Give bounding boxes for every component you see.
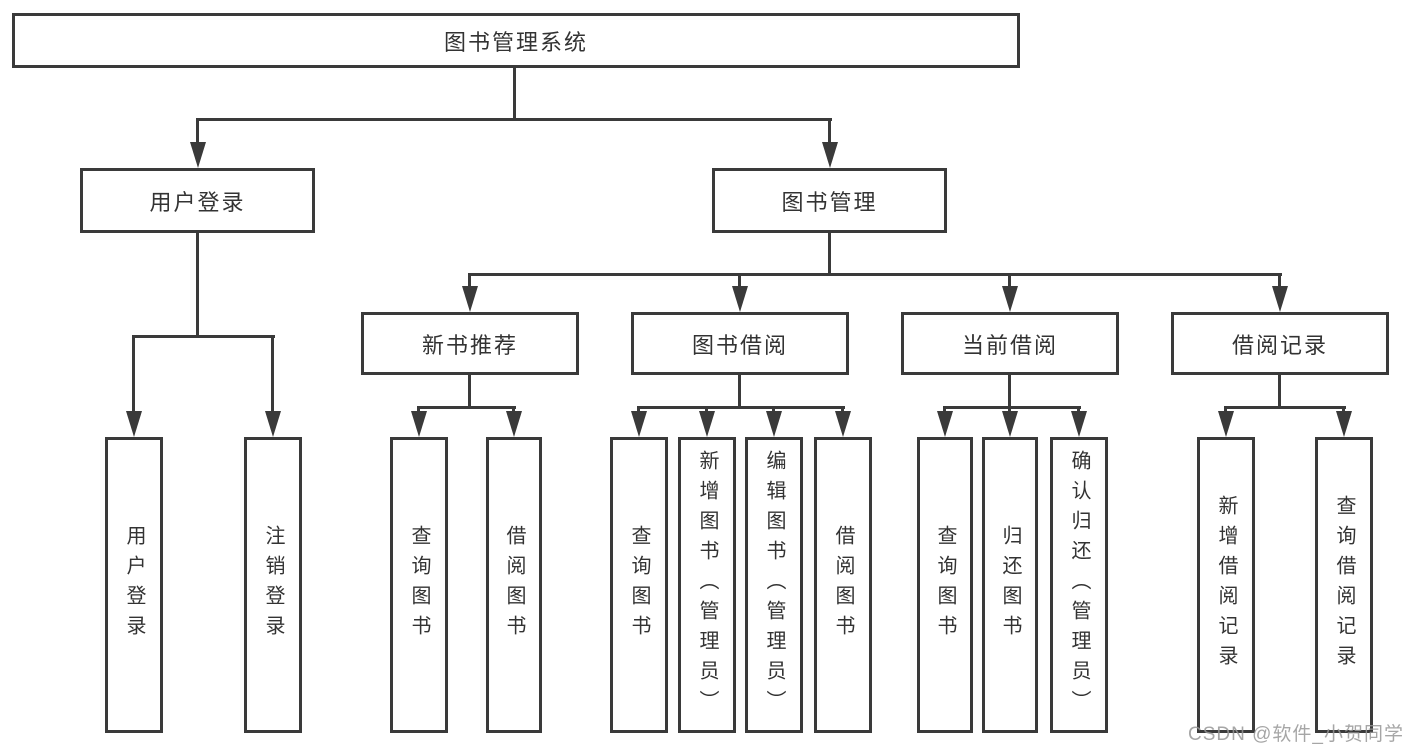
leaf-label: 用户登录 [123,525,145,645]
arrow-down-icon [506,411,522,437]
arrow-down-icon [732,286,748,312]
arrow-down-icon [835,411,851,437]
arrow-down-icon [190,142,206,168]
leaf-label: 借阅图书 [832,525,854,645]
leaf-label: 编辑图书（管理员） [763,450,785,720]
arrow-down-icon [937,411,953,437]
node-user-login-label: 用户登录 [149,189,246,215]
node-borrow-records-label: 借阅记录 [1231,332,1328,358]
connector-section-vline [738,375,741,408]
arrow-down-icon [265,411,281,437]
connector-trunk-hline [196,118,832,121]
arrow-down-icon [1071,411,1087,437]
node-book-borrow: 图书借阅 [631,312,849,375]
connector-leaf-drop [772,406,775,414]
connector-section-hline [943,406,1081,409]
connector-bookmgmt-hline [468,273,1282,276]
node-book-management-label: 图书管理 [781,189,878,215]
leaf-cb-confirm-return-admin: 确认归还（管理员） [1050,437,1108,733]
leaf-bb-edit-books-admin: 编辑图书（管理员） [745,437,803,733]
arrow-down-icon [1218,411,1234,437]
connector-bookmgmt-drop [828,118,831,146]
connector-trunk-vline [513,68,516,121]
connector-section-drop [738,273,741,289]
connector-section-drop [1278,273,1281,289]
leaf-label: 新增图书（管理员） [696,450,718,720]
leaf-label: 查询图书 [628,525,650,645]
arrow-down-icon [126,411,142,437]
connector-leaf-drop [841,406,844,414]
node-book-management: 图书管理 [712,168,947,233]
connector-section-vline [1278,375,1281,408]
connector-leaf-drop [1342,406,1345,414]
connector-leaf-drop [512,406,515,414]
leaf-label: 新增借阅记录 [1215,495,1237,675]
node-current-borrow: 当前借阅 [901,312,1119,375]
leaf-label: 确认归还（管理员） [1068,450,1090,720]
leaf-label: 查询图书 [408,525,430,645]
leaf-bb-add-books-admin: 新增图书（管理员） [678,437,736,733]
connector-section-hline [1224,406,1346,409]
node-current-borrow-label: 当前借阅 [961,332,1058,358]
arrow-down-icon [411,411,427,437]
node-book-borrow-label: 图书借阅 [691,332,788,358]
leaf-br-add-record: 新增借阅记录 [1197,437,1255,733]
leaf-label: 查询图书 [934,525,956,645]
connector-userlogin-hline [132,335,275,338]
leaf-cb-query-books: 查询图书 [917,437,973,733]
connector-section-vline [468,375,471,408]
connector-leaf-drop [132,335,135,415]
watermark: CSDN @软件_小贺同学 [1188,724,1404,745]
arrow-down-icon [1002,411,1018,437]
arrow-down-icon [1002,286,1018,312]
node-root-label: 图书管理系统 [443,29,588,55]
arrow-down-icon [699,411,715,437]
leaf-user-login: 用户登录 [105,437,163,733]
connector-leaf-drop [417,406,420,414]
leaf-label: 注销登录 [262,525,284,645]
connector-section-drop [1008,273,1011,289]
node-user-login: 用户登录 [80,168,315,233]
connector-leaf-drop [1077,406,1080,414]
arrow-down-icon [631,411,647,437]
arrow-down-icon [766,411,782,437]
connector-leaf-drop [637,406,640,414]
connector-userlogin-drop [196,118,199,146]
leaf-nbr-query-books: 查询图书 [390,437,448,733]
leaf-label: 借阅图书 [503,525,525,645]
leaf-nbr-borrow-books: 借阅图书 [486,437,542,733]
leaf-bb-borrow-books: 借阅图书 [814,437,872,733]
leaf-label: 归还图书 [999,525,1021,645]
leaf-label: 查询借阅记录 [1333,495,1355,675]
connector-section-vline [1008,375,1011,408]
connector-userlogin-vline [196,233,199,337]
connector-leaf-drop [271,335,274,415]
node-root: 图书管理系统 [12,13,1020,68]
leaf-bb-query-books: 查询图书 [610,437,668,733]
arrow-down-icon [1272,286,1288,312]
connector-leaf-drop [1008,406,1011,414]
connector-leaf-drop [1224,406,1227,414]
connector-leaf-drop [943,406,946,414]
node-new-book-recommend-label: 新书推荐 [421,332,518,358]
connector-leaf-drop [705,406,708,414]
connector-section-drop [468,273,471,289]
arrow-down-icon [462,286,478,312]
arrow-down-icon [822,142,838,168]
connector-section-hline [417,406,516,409]
connector-section-hline [637,406,845,409]
leaf-logout: 注销登录 [244,437,302,733]
node-borrow-records: 借阅记录 [1171,312,1389,375]
node-new-book-recommend: 新书推荐 [361,312,579,375]
arrow-down-icon [1336,411,1352,437]
leaf-cb-return-books: 归还图书 [982,437,1038,733]
leaf-br-query-record: 查询借阅记录 [1315,437,1373,733]
connector-bookmgmt-vline [828,233,831,275]
